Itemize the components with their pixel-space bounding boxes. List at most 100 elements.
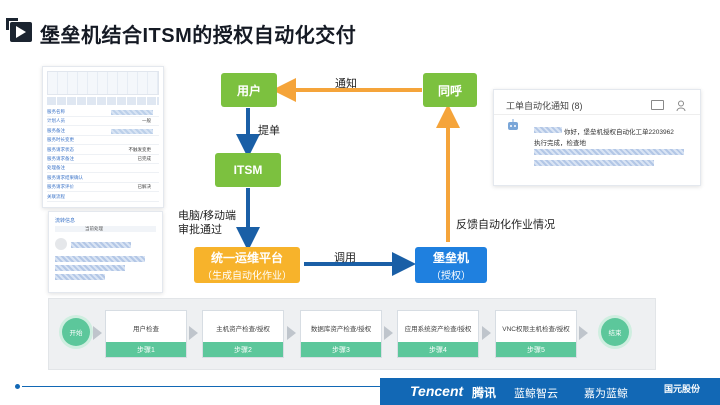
form-row-label: 服务请求评价 <box>47 184 74 190</box>
form-table-row <box>47 97 159 105</box>
notification-title: 工单自动化通知 (8) <box>506 99 583 112</box>
form-row-value: 已解决 <box>137 184 152 190</box>
jiawei-logo: 嘉为蓝鲸 <box>584 388 628 400</box>
process-step-label: 步骤1 <box>106 342 186 357</box>
form-row-value: 不触发变更 <box>128 146 152 152</box>
form-row: 服务请求状态 不触发变更 <box>47 147 159 155</box>
blurred-value <box>111 110 153 115</box>
process-step-name: 应用系统资产检查/授权 <box>404 326 472 333</box>
guoyuan-logo: 国元股份 <box>664 384 701 394</box>
blurred-text <box>55 265 125 271</box>
process-start: 开始 <box>62 318 90 346</box>
label-notify: 通知 <box>335 78 357 90</box>
process-step-name: 主机资产检查/授权 <box>216 326 270 333</box>
form-row-label: 服务请求状态 <box>47 146 74 152</box>
process-end: 结束 <box>601 318 629 346</box>
process-step-label: 步骤2 <box>203 342 283 357</box>
label-approve-line1: 电脑/移动端 <box>178 210 237 222</box>
process-step: 应用系统资产检查/授权步骤4 <box>397 310 479 358</box>
tencent-cn-logo: 腾讯 <box>472 386 497 400</box>
bastion-box-label: 堡垒机 <box>432 250 469 265</box>
platform-box: 统一运维平台 （生成自动化作业） <box>194 247 300 283</box>
process-step: 主机资产检查/授权步骤2 <box>202 310 284 358</box>
robot-icon <box>506 118 520 130</box>
user-box: 用户 <box>221 73 277 107</box>
platform-box-label: 统一运维平台 <box>210 250 283 265</box>
blurred-text <box>55 256 145 262</box>
label-feedback: 反馈自动化作业情况 <box>456 219 555 231</box>
user-box-label: 用户 <box>236 83 261 98</box>
process-step-label: 步骤4 <box>398 342 478 357</box>
tencent-logo: Tencent <box>410 383 464 399</box>
comments-header-bar: 当前处理 <box>55 226 156 232</box>
notification-card: 工单自动化通知 (8) 你好，堡垒机授权自动化工单2203962 执行完成，检查… <box>493 89 701 186</box>
footer-dot <box>15 384 20 389</box>
form-row: 服务请求结果确认 <box>47 175 159 183</box>
notification-line1: 你好，堡垒机授权自动化工单2203962 <box>564 129 674 136</box>
comments-header: 当前处理 <box>85 226 103 231</box>
process-arrow <box>482 326 491 340</box>
label-invoke: 调用 <box>334 252 356 264</box>
form-row: 计划人员 一般 <box>47 118 159 127</box>
form-row-value: 已完成 <box>137 156 152 161</box>
blurred-text <box>534 149 684 155</box>
process-step: 用户检查步骤1 <box>105 310 187 358</box>
itsm-form-screenshot: 服务名称计划人员 一般服务备注服务时长变更服务请求状态 不触发变更服务请求备注 已完成… <box>42 66 164 208</box>
form-row-label: 服务请求备注 <box>47 156 74 161</box>
process-step-name: 用户检查 <box>133 326 159 333</box>
process-step-name: 数据库资产检查/授权 <box>310 326 372 333</box>
itsm-box-label: ITSM <box>233 163 263 177</box>
form-row: 服务请求备注 已完成 <box>47 156 159 164</box>
platform-box-sub: （生成自动化作业） <box>202 270 292 282</box>
blurred-text <box>534 160 654 166</box>
form-row-value: 一般 <box>142 118 151 124</box>
footer-line <box>22 386 382 387</box>
page-title: 堡垒机结合ITSM的授权自动化交付 <box>40 25 357 47</box>
process-step-name: VNC权限主机检查/授权 <box>502 326 570 333</box>
process-arrow <box>287 326 296 340</box>
form-row: 关联流程 <box>47 194 159 202</box>
bk-logo: 蓝鲸智云 <box>514 388 558 400</box>
form-table-header <box>47 71 159 95</box>
comments-screenshot: 流转信息 当前处理 <box>48 211 163 293</box>
comments-title: 流转信息 <box>55 218 76 224</box>
avatar <box>55 238 67 250</box>
form-row-label: 服务时长变更 <box>47 137 74 143</box>
form-row-label: 服务名称 <box>47 109 65 114</box>
bastion-box: 堡垒机 （授权） <box>415 247 487 283</box>
form-row: 服务时长变更 <box>47 137 159 146</box>
form-row-label: 计划人员 <box>47 118 65 124</box>
process-step-label: 步骤3 <box>301 342 381 357</box>
folder-icon[interactable] <box>651 100 664 110</box>
process-step: VNC权限主机检查/授权步骤5 <box>495 310 577 358</box>
process-step: 数据库资产检查/授权步骤3 <box>300 310 382 358</box>
tonghu-box: 同呼 <box>423 73 477 107</box>
form-row-label: 处理备注 <box>47 165 65 171</box>
footer-brand-bar: Tencent 腾讯 蓝鲸智云 嘉为蓝鲸 国元股份 <box>380 378 720 405</box>
play-logo-icon <box>6 18 32 42</box>
blurred-name <box>534 127 562 133</box>
process-arrow <box>384 326 393 340</box>
form-row-label: 服务请求结果确认 <box>47 174 83 180</box>
form-row: 服务名称 <box>47 109 159 117</box>
notification-title-text: 工单自动化通知 <box>506 101 570 111</box>
tonghu-box-label: 同呼 <box>437 83 462 98</box>
label-submit: 提单 <box>258 125 280 137</box>
notification-count: (8) <box>571 101 583 111</box>
process-step-label: 步骤5 <box>496 342 576 357</box>
form-row: 服务备注 <box>47 128 159 136</box>
blurred-text <box>71 242 131 248</box>
user-icon[interactable] <box>676 98 686 112</box>
process-arrow <box>93 326 102 340</box>
process-arrow <box>189 326 198 340</box>
form-row: 服务请求评价 已解决 <box>47 184 159 193</box>
label-approve-line2: 审批通过 <box>178 224 222 236</box>
bastion-box-sub: （授权） <box>431 270 471 282</box>
divider <box>494 114 700 115</box>
form-row-label: 服务备注 <box>47 127 65 133</box>
itsm-box: ITSM <box>215 153 281 187</box>
blurred-text <box>55 274 105 280</box>
form-row: 处理备注 <box>47 165 159 174</box>
process-arrow <box>579 326 588 340</box>
